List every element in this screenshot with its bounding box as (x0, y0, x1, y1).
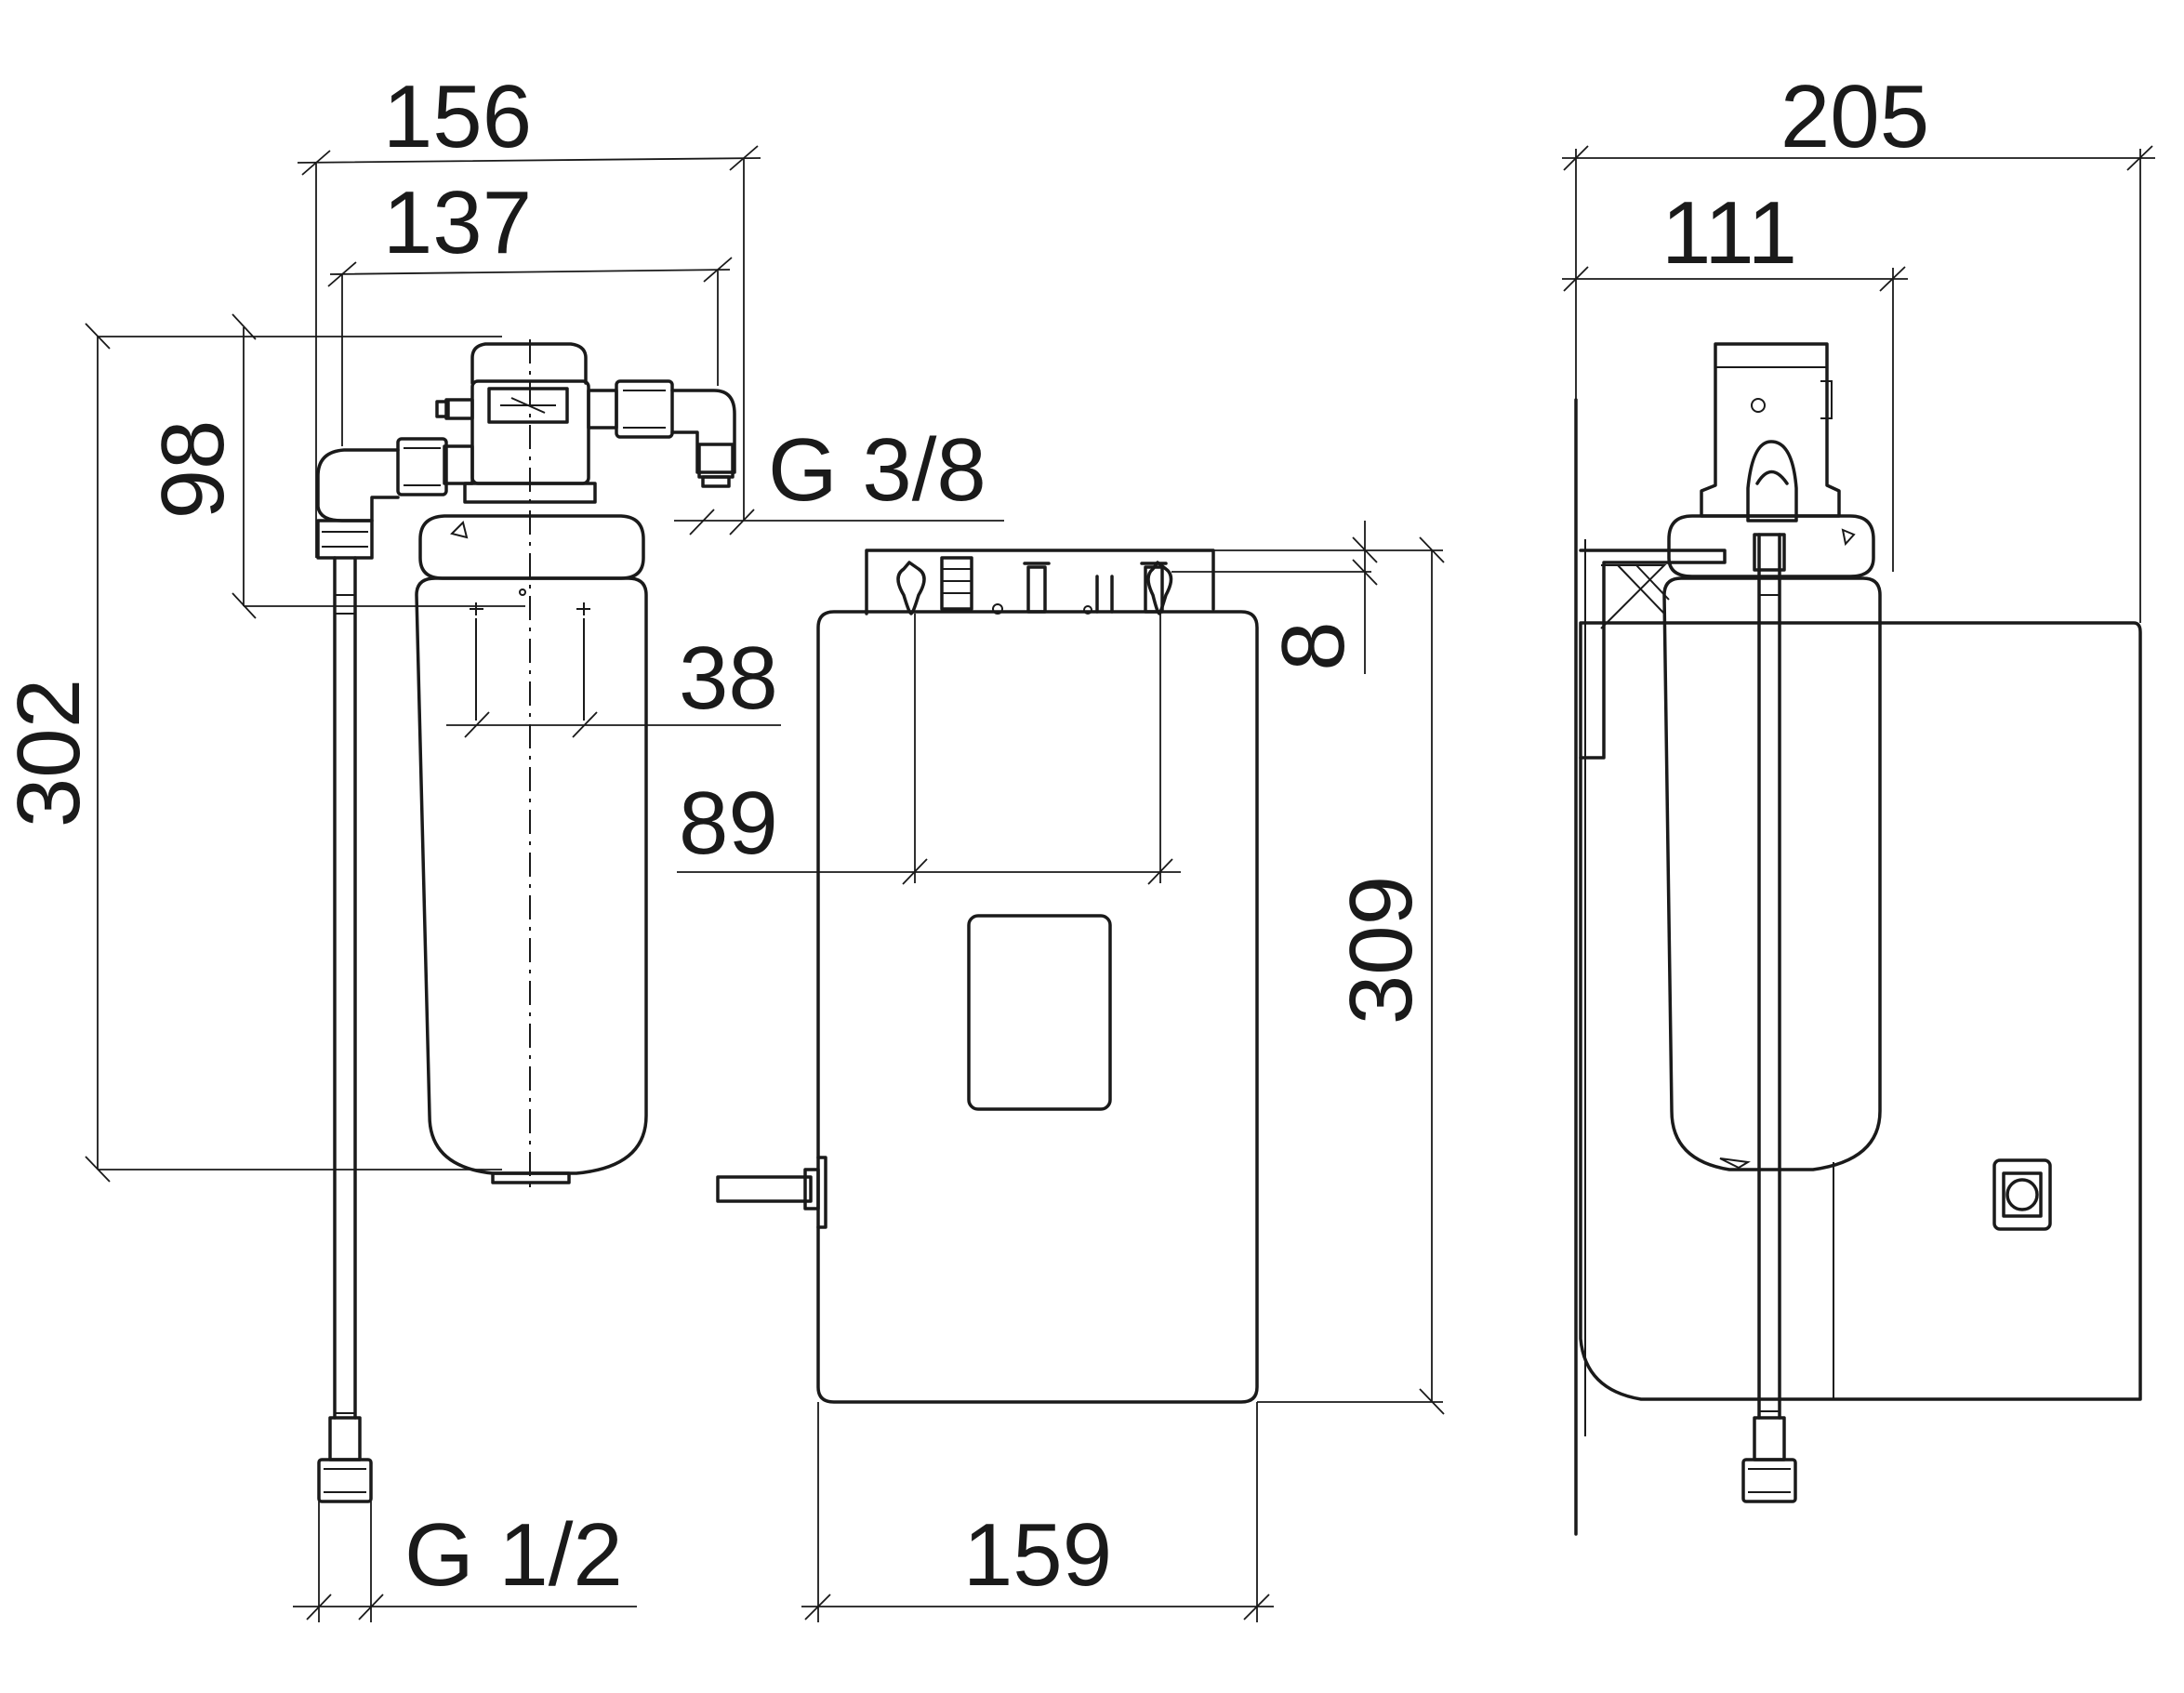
heater-side-view (1574, 342, 2142, 1536)
dim-98: 98 (143, 420, 243, 520)
dim-309: 309 (1331, 876, 1431, 1025)
dim-159: 159 (963, 1505, 1112, 1605)
dim-111: 111 (1661, 183, 1797, 283)
dim-156: 156 (383, 67, 532, 166)
dim-137: 137 (383, 173, 532, 272)
dim-302: 302 (0, 679, 99, 827)
dim-38: 38 (679, 628, 778, 728)
dim-g12: G 1/2 (404, 1505, 623, 1605)
filter-unit-view (316, 339, 736, 1503)
heater-front-view (716, 549, 1259, 1404)
dim-8: 8 (1264, 621, 1363, 670)
dim-g38: G 3/8 (768, 420, 986, 520)
dimension-labels: 156 137 98 302 G 3/8 38 89 8 309 159 G 1… (0, 67, 1929, 1605)
dimension-lines (85, 145, 2155, 1622)
dim-89: 89 (679, 774, 778, 873)
dim-205: 205 (1780, 67, 1929, 166)
